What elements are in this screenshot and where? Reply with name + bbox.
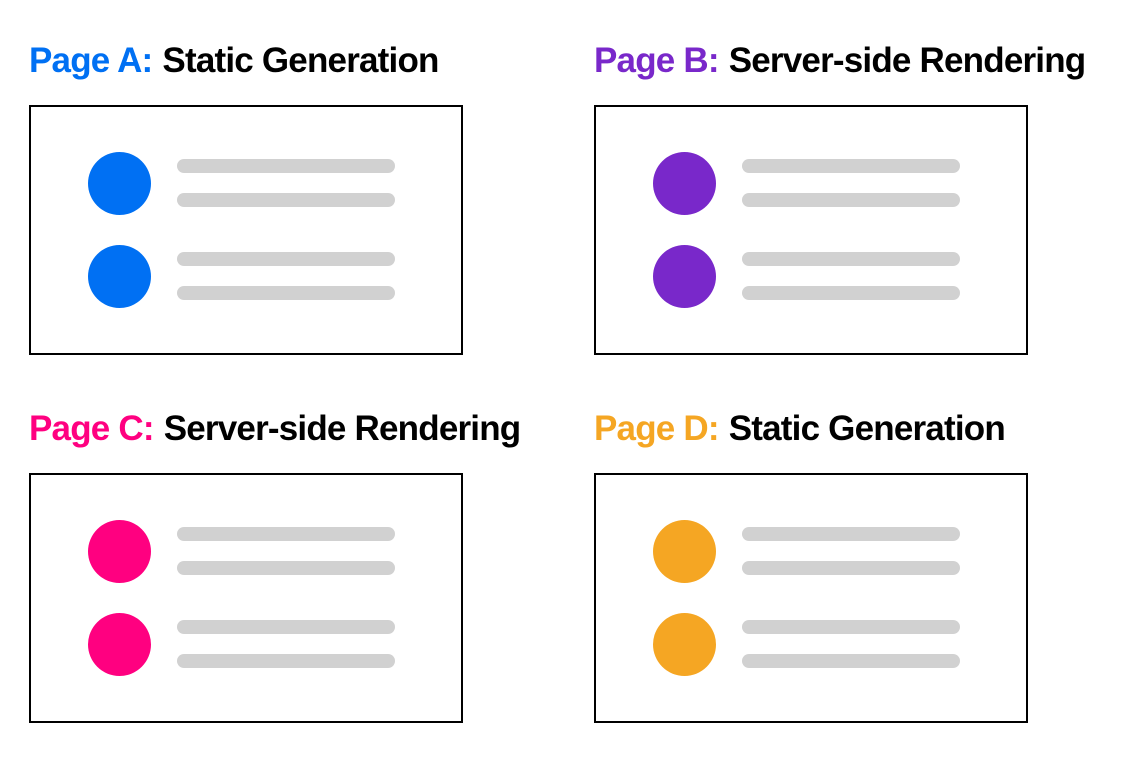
- content-row: [653, 245, 1026, 308]
- panel-title: Page C:Server-side Rendering: [29, 409, 521, 449]
- content-row: [88, 613, 461, 676]
- page-mockup: [29, 473, 463, 723]
- avatar-circle: [88, 245, 151, 308]
- avatar-circle: [88, 152, 151, 215]
- panel-page-b: Page B:Server-side Rendering: [594, 41, 1086, 355]
- content-row: [88, 152, 461, 215]
- placeholder-bar: [742, 654, 960, 668]
- placeholder-bar: [177, 159, 395, 173]
- text-placeholder-bars: [742, 613, 960, 668]
- text-placeholder-bars: [177, 152, 395, 207]
- placeholder-bar: [742, 527, 960, 541]
- placeholder-bar: [177, 654, 395, 668]
- text-placeholder-bars: [742, 152, 960, 207]
- placeholder-bar: [742, 252, 960, 266]
- text-placeholder-bars: [177, 613, 395, 668]
- panel-page-d: Page D:Static Generation: [594, 409, 1028, 723]
- text-placeholder-bars: [177, 520, 395, 575]
- placeholder-bar: [177, 286, 395, 300]
- page-mockup: [594, 105, 1028, 355]
- placeholder-bar: [742, 159, 960, 173]
- content-row: [88, 520, 461, 583]
- page-label: Page C:: [29, 409, 155, 448]
- panel-page-a: Page A:Static Generation: [29, 41, 463, 355]
- render-method-label: Server-side Rendering: [728, 41, 1086, 80]
- panel-title: Page A:Static Generation: [29, 41, 463, 81]
- placeholder-bar: [177, 527, 395, 541]
- avatar-circle: [88, 613, 151, 676]
- page-mockup: [594, 473, 1028, 723]
- render-method-label: Server-side Rendering: [163, 409, 521, 448]
- avatar-circle: [88, 520, 151, 583]
- text-placeholder-bars: [177, 245, 395, 300]
- panel-page-c: Page C:Server-side Rendering: [29, 409, 521, 723]
- avatar-circle: [653, 152, 716, 215]
- panel-title: Page D:Static Generation: [594, 409, 1028, 449]
- placeholder-bar: [742, 286, 960, 300]
- placeholder-bar: [177, 620, 395, 634]
- text-placeholder-bars: [742, 520, 960, 575]
- placeholder-bar: [177, 193, 395, 207]
- render-method-label: Static Generation: [728, 409, 1006, 448]
- placeholder-bar: [742, 561, 960, 575]
- panel-title: Page B:Server-side Rendering: [594, 41, 1086, 81]
- placeholder-bar: [742, 193, 960, 207]
- content-row: [653, 152, 1026, 215]
- page-label: Page B:: [594, 41, 720, 80]
- content-row: [653, 520, 1026, 583]
- avatar-circle: [653, 520, 716, 583]
- page-mockup: [29, 105, 463, 355]
- placeholder-bar: [742, 620, 960, 634]
- render-method-label: Static Generation: [162, 41, 439, 80]
- placeholder-bar: [177, 561, 395, 575]
- content-row: [653, 613, 1026, 676]
- avatar-circle: [653, 245, 716, 308]
- avatar-circle: [653, 613, 716, 676]
- text-placeholder-bars: [742, 245, 960, 300]
- content-row: [88, 245, 461, 308]
- page-label: Page D:: [594, 409, 720, 448]
- placeholder-bar: [177, 252, 395, 266]
- page-label: Page A:: [29, 41, 153, 80]
